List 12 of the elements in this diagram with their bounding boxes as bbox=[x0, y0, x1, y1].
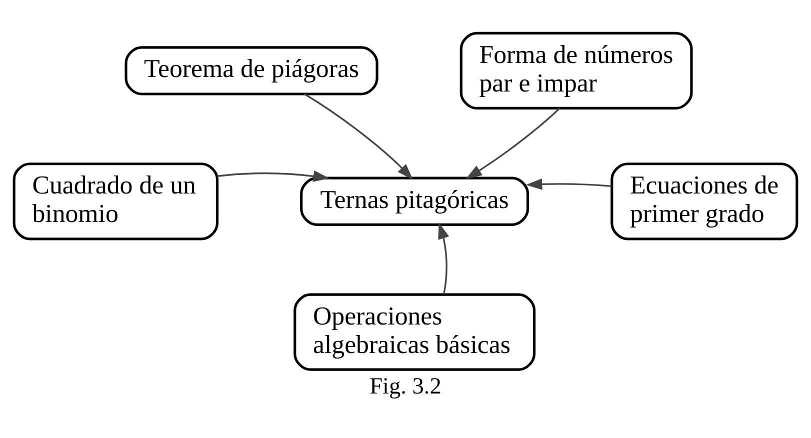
node-box: Forma de números par e impar bbox=[460, 31, 693, 110]
arrow bbox=[217, 170, 330, 182]
node-box: Cuadrado de un binomio bbox=[12, 162, 219, 240]
node-box: Teorema de piágoras bbox=[124, 46, 378, 95]
arrow bbox=[466, 107, 560, 179]
node-box: Operaciones algebraicas básicas bbox=[294, 292, 536, 370]
arrow bbox=[526, 178, 612, 190]
node-box: Ternas pitagóricas bbox=[300, 176, 530, 226]
arrow bbox=[438, 222, 450, 294]
caption: Fig. 3.2 bbox=[370, 372, 442, 399]
arrow bbox=[304, 92, 414, 180]
node-box: Ecuaciones de primer grado bbox=[610, 162, 798, 240]
